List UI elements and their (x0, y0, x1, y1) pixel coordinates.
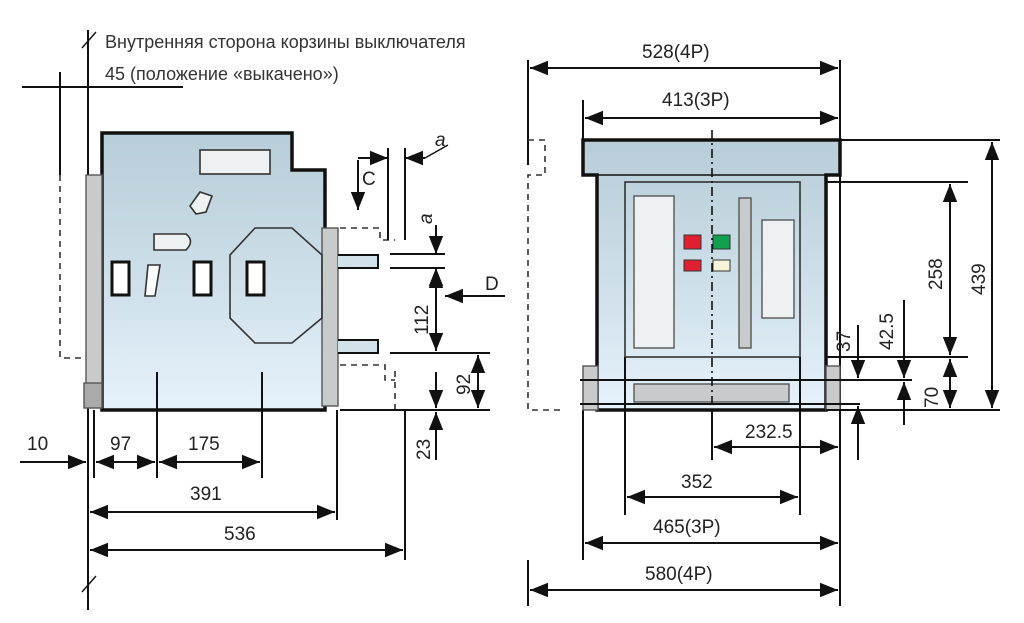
button-shape (153, 233, 192, 251)
dim-112: 112 (412, 305, 433, 335)
breaker-side-body (100, 131, 327, 412)
slot-1 (110, 260, 131, 297)
dim-391: 391 (190, 484, 222, 505)
left-rail (85, 174, 103, 406)
dim-528: 528(4P) (642, 42, 710, 63)
lower-terminal (338, 339, 379, 354)
indicator-green (712, 234, 731, 250)
dim-465: 465(3P) (653, 517, 721, 538)
note-line-1: Внутренняя сторона корзины выключателя (105, 32, 466, 52)
dim-352: 352 (681, 472, 713, 493)
label-c: C (362, 169, 376, 190)
dim-37: 37 (834, 331, 855, 352)
side-view: C a a 112 D 92 23 10 97 175 391 (20, 30, 505, 610)
dim-70: 70 (922, 387, 943, 408)
withdrawn-outline (59, 175, 90, 359)
dim-580: 580(4P) (645, 564, 713, 585)
dim-175: 175 (188, 434, 220, 455)
right-plate (321, 227, 339, 407)
dim-42-5: 42.5 (877, 313, 898, 350)
note-line-2: 45 (положение «выкачено») (105, 64, 339, 84)
indicator-red-bottom (683, 259, 702, 272)
top-notes: Внутренняя сторона корзины выключателя 4… (22, 32, 466, 88)
dim-10: 10 (27, 434, 48, 455)
label-d: D (485, 274, 499, 295)
center-slot (738, 197, 752, 349)
dim-439: 439 (969, 263, 990, 295)
dim-97: 97 (110, 434, 131, 455)
indicator-cream (712, 259, 731, 272)
octagon-cover (229, 227, 323, 344)
dim-23: 23 (414, 439, 435, 460)
dim-536: 536 (224, 524, 256, 545)
front-view: 528(4P) 413(3P) 439 258 42.5 37 70 232.5… (527, 42, 1000, 606)
upper-terminal (338, 254, 379, 269)
breaker-front-body (581, 138, 842, 412)
slot-3 (192, 260, 213, 297)
label-a-top: a (435, 130, 446, 151)
indicator-red-top (683, 234, 702, 250)
label-a-side: a (416, 213, 437, 224)
nameplate (199, 149, 271, 175)
left-window (633, 195, 675, 349)
slot-2 (144, 264, 161, 297)
dim-232-5: 232.5 (745, 422, 793, 443)
dim-413: 413(3P) (662, 90, 730, 111)
dim-92: 92 (454, 374, 475, 395)
right-window (761, 219, 795, 319)
handle-icon (189, 191, 214, 215)
slot-4 (245, 260, 266, 297)
dim-258: 258 (926, 258, 947, 290)
